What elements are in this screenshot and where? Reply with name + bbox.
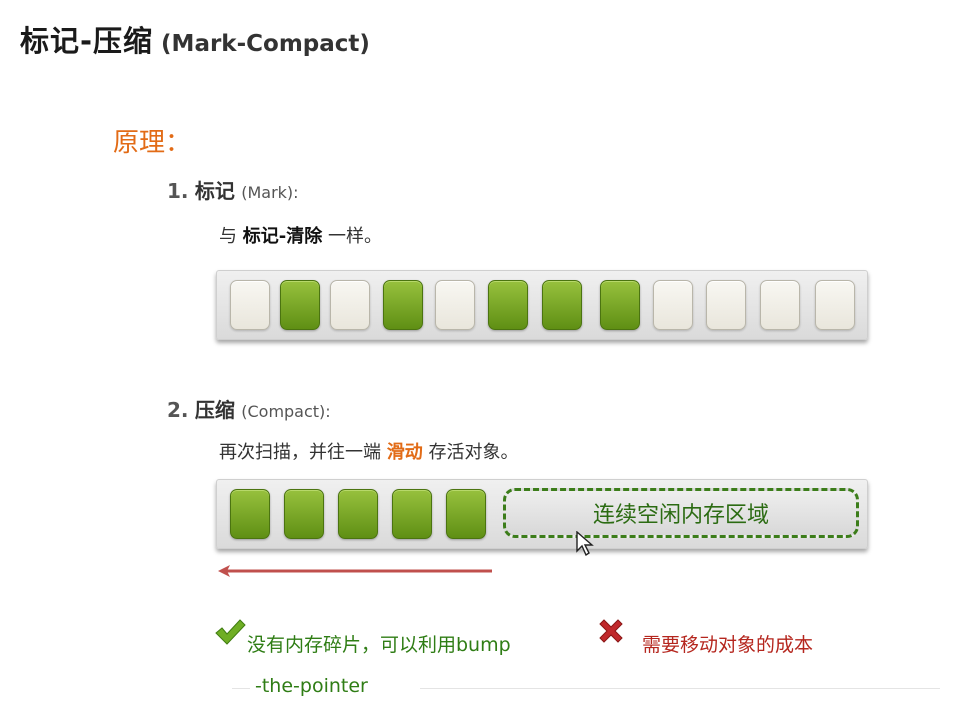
pro-text-line1: 没有内存碎片，可以利用bump	[247, 634, 511, 656]
mark-cell-free	[815, 280, 855, 330]
step1-desc-post: 一样。	[327, 226, 382, 247]
compact-cell-live	[446, 489, 486, 539]
step2-desc-highlight: 滑动	[386, 442, 423, 463]
title-main: 标记-压缩	[20, 24, 154, 58]
mark-memory-row	[216, 270, 868, 340]
mark-cell-free	[230, 280, 270, 330]
free-zone-label: 连续空闲内存区域	[592, 503, 769, 528]
mark-cell-live	[280, 280, 320, 330]
divider-left	[232, 688, 250, 689]
mark-cell-free	[706, 280, 746, 330]
step2-colon: :	[325, 402, 331, 421]
step1-desc-bold: 标记-清除	[242, 226, 323, 247]
step1-description: 与 标记-清除 一样。	[219, 222, 382, 248]
con-text: 需要移动对象的成本	[642, 634, 814, 656]
step2-desc-pre: 再次扫描，并往一端	[219, 442, 381, 463]
step1-subtitle: (Mark)	[241, 183, 294, 202]
compact-cell-live	[392, 489, 432, 539]
mark-cell-live	[600, 280, 640, 330]
compact-cell-live	[230, 489, 270, 539]
compact-cell-live	[284, 489, 324, 539]
step2-heading: 2. 压缩 (Compact):	[167, 394, 331, 423]
mark-cell-free	[760, 280, 800, 330]
pro-text-line2: -the-pointer	[255, 675, 368, 697]
divider-right	[420, 688, 940, 689]
left-arrow-icon	[218, 565, 492, 577]
step2-title: 压缩	[194, 398, 235, 422]
step1-number: 1.	[167, 179, 189, 203]
compact-cell-live	[338, 489, 378, 539]
mark-cell-free	[653, 280, 693, 330]
step1-colon: :	[293, 183, 299, 202]
title-sub: (Mark-Compact)	[161, 31, 370, 57]
mark-cell-free	[435, 280, 475, 330]
mark-cell-live	[488, 280, 528, 330]
step2-number: 2.	[167, 398, 189, 422]
step1-heading: 1. 标记 (Mark):	[167, 175, 299, 204]
compact-memory-row: 连续空闲内存区域	[216, 479, 868, 549]
mark-cell-live	[383, 280, 423, 330]
step2-subtitle: (Compact)	[241, 402, 326, 421]
check-icon	[215, 619, 246, 645]
step2-description: 再次扫描，并往一端 滑动 存活对象。	[219, 438, 518, 464]
step2-desc-post: 存活对象。	[428, 442, 519, 463]
step1-title: 标记	[194, 179, 235, 203]
mark-cell-free	[330, 280, 370, 330]
mark-cell-live	[542, 280, 582, 330]
step1-desc-pre: 与	[219, 226, 237, 247]
principle-label: 原理：	[113, 128, 192, 158]
page-title: 标记-压缩 (Mark-Compact)	[20, 18, 370, 60]
cross-icon	[599, 619, 623, 643]
free-zone: 连续空闲内存区域	[503, 488, 859, 538]
mouse-pointer-icon	[576, 531, 594, 557]
